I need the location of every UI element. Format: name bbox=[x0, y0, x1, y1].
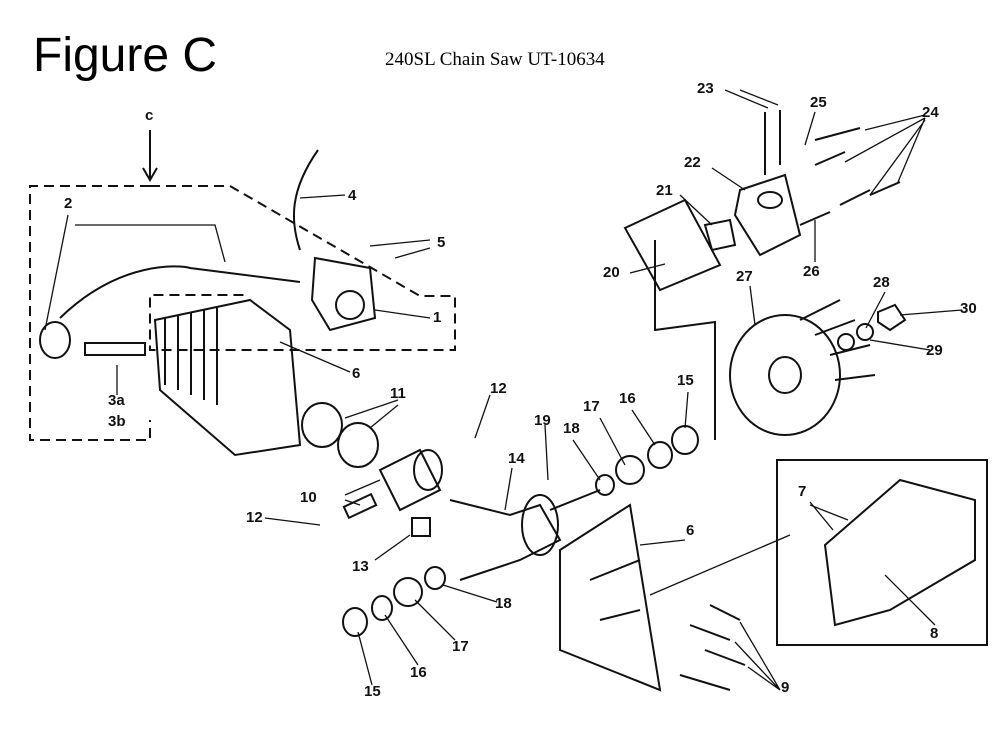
callout-4: 4 bbox=[348, 187, 357, 204]
callout-6b: 6 bbox=[686, 522, 695, 539]
callout-9: 9 bbox=[781, 679, 790, 696]
callout-3b: 3b bbox=[108, 413, 126, 430]
callout-17: 17 bbox=[583, 398, 600, 415]
callout-c: c bbox=[145, 107, 154, 124]
inset-bracket bbox=[823, 478, 976, 627]
callout-19: 19 bbox=[534, 412, 551, 429]
ignition-coil bbox=[310, 256, 377, 332]
arrow-c bbox=[142, 130, 158, 182]
callout-8: 8 bbox=[930, 625, 939, 642]
callout-12: 12 bbox=[490, 380, 507, 397]
seal bbox=[647, 441, 673, 469]
callout-7: 7 bbox=[798, 483, 807, 500]
figure-title: Figure C bbox=[33, 29, 218, 82]
bearing bbox=[393, 577, 423, 607]
seal bbox=[371, 595, 393, 621]
callout-13: 13 bbox=[352, 558, 369, 575]
divider-line bbox=[649, 534, 791, 596]
callout-18b: 18 bbox=[495, 595, 512, 612]
callout-5: 5 bbox=[437, 234, 446, 251]
lockwasher bbox=[856, 323, 874, 341]
callout-29: 29 bbox=[926, 342, 943, 359]
callout-3a: 3a bbox=[108, 392, 125, 409]
piston-ring bbox=[337, 422, 379, 468]
piston-ring bbox=[301, 402, 343, 448]
ground-wire bbox=[292, 149, 319, 251]
seal bbox=[671, 425, 699, 455]
bearing bbox=[424, 566, 446, 590]
inset-box bbox=[776, 459, 988, 646]
callout-16: 16 bbox=[619, 390, 636, 407]
callout-15: 15 bbox=[677, 372, 694, 389]
callout-14: 14 bbox=[508, 450, 525, 467]
intake-manifold bbox=[733, 173, 802, 257]
callout-26: 26 bbox=[803, 263, 820, 280]
spark-plug-boot bbox=[39, 321, 71, 359]
spark-plug bbox=[84, 342, 146, 356]
plug-wire bbox=[59, 265, 301, 319]
callout-24: 24 bbox=[922, 104, 939, 121]
screw bbox=[679, 604, 746, 691]
callout-16b: 16 bbox=[410, 664, 427, 681]
cylinder bbox=[153, 298, 302, 457]
bolt bbox=[799, 127, 901, 226]
assembly-outline bbox=[29, 185, 456, 441]
callout-30: 30 bbox=[960, 300, 977, 317]
callout-18: 18 bbox=[563, 420, 580, 437]
wrist-pin bbox=[342, 492, 378, 520]
flywheel-nut bbox=[877, 303, 907, 332]
callout-28: 28 bbox=[873, 274, 890, 291]
piston bbox=[378, 448, 442, 512]
washer bbox=[837, 333, 855, 351]
callout-2: 2 bbox=[64, 195, 73, 212]
diagram-subtitle: 240SL Chain Saw UT-10634 bbox=[385, 49, 605, 70]
callout-21: 21 bbox=[656, 182, 673, 199]
callout-17b: 17 bbox=[452, 638, 469, 655]
flywheel bbox=[729, 314, 841, 436]
callout-6: 6 bbox=[352, 365, 361, 382]
needle-bearing bbox=[411, 517, 431, 537]
seal bbox=[342, 607, 368, 637]
callout-25: 25 bbox=[810, 94, 827, 111]
crankcase bbox=[559, 503, 662, 692]
bearing bbox=[615, 455, 645, 485]
callout-23: 23 bbox=[697, 80, 714, 97]
reed bbox=[703, 218, 737, 252]
intake-gasket bbox=[623, 198, 722, 292]
callout-12b: 12 bbox=[246, 509, 263, 526]
callout-22: 22 bbox=[684, 154, 701, 171]
screw bbox=[764, 110, 781, 175]
callout-27: 27 bbox=[736, 268, 753, 285]
callout-1: 1 bbox=[433, 309, 442, 326]
bearing bbox=[595, 474, 615, 496]
callout-11: 11 bbox=[390, 385, 406, 402]
callout-20: 20 bbox=[603, 264, 620, 281]
callout-15b: 15 bbox=[364, 683, 381, 700]
callout-10: 10 bbox=[300, 489, 317, 506]
crankshaft bbox=[449, 499, 562, 581]
